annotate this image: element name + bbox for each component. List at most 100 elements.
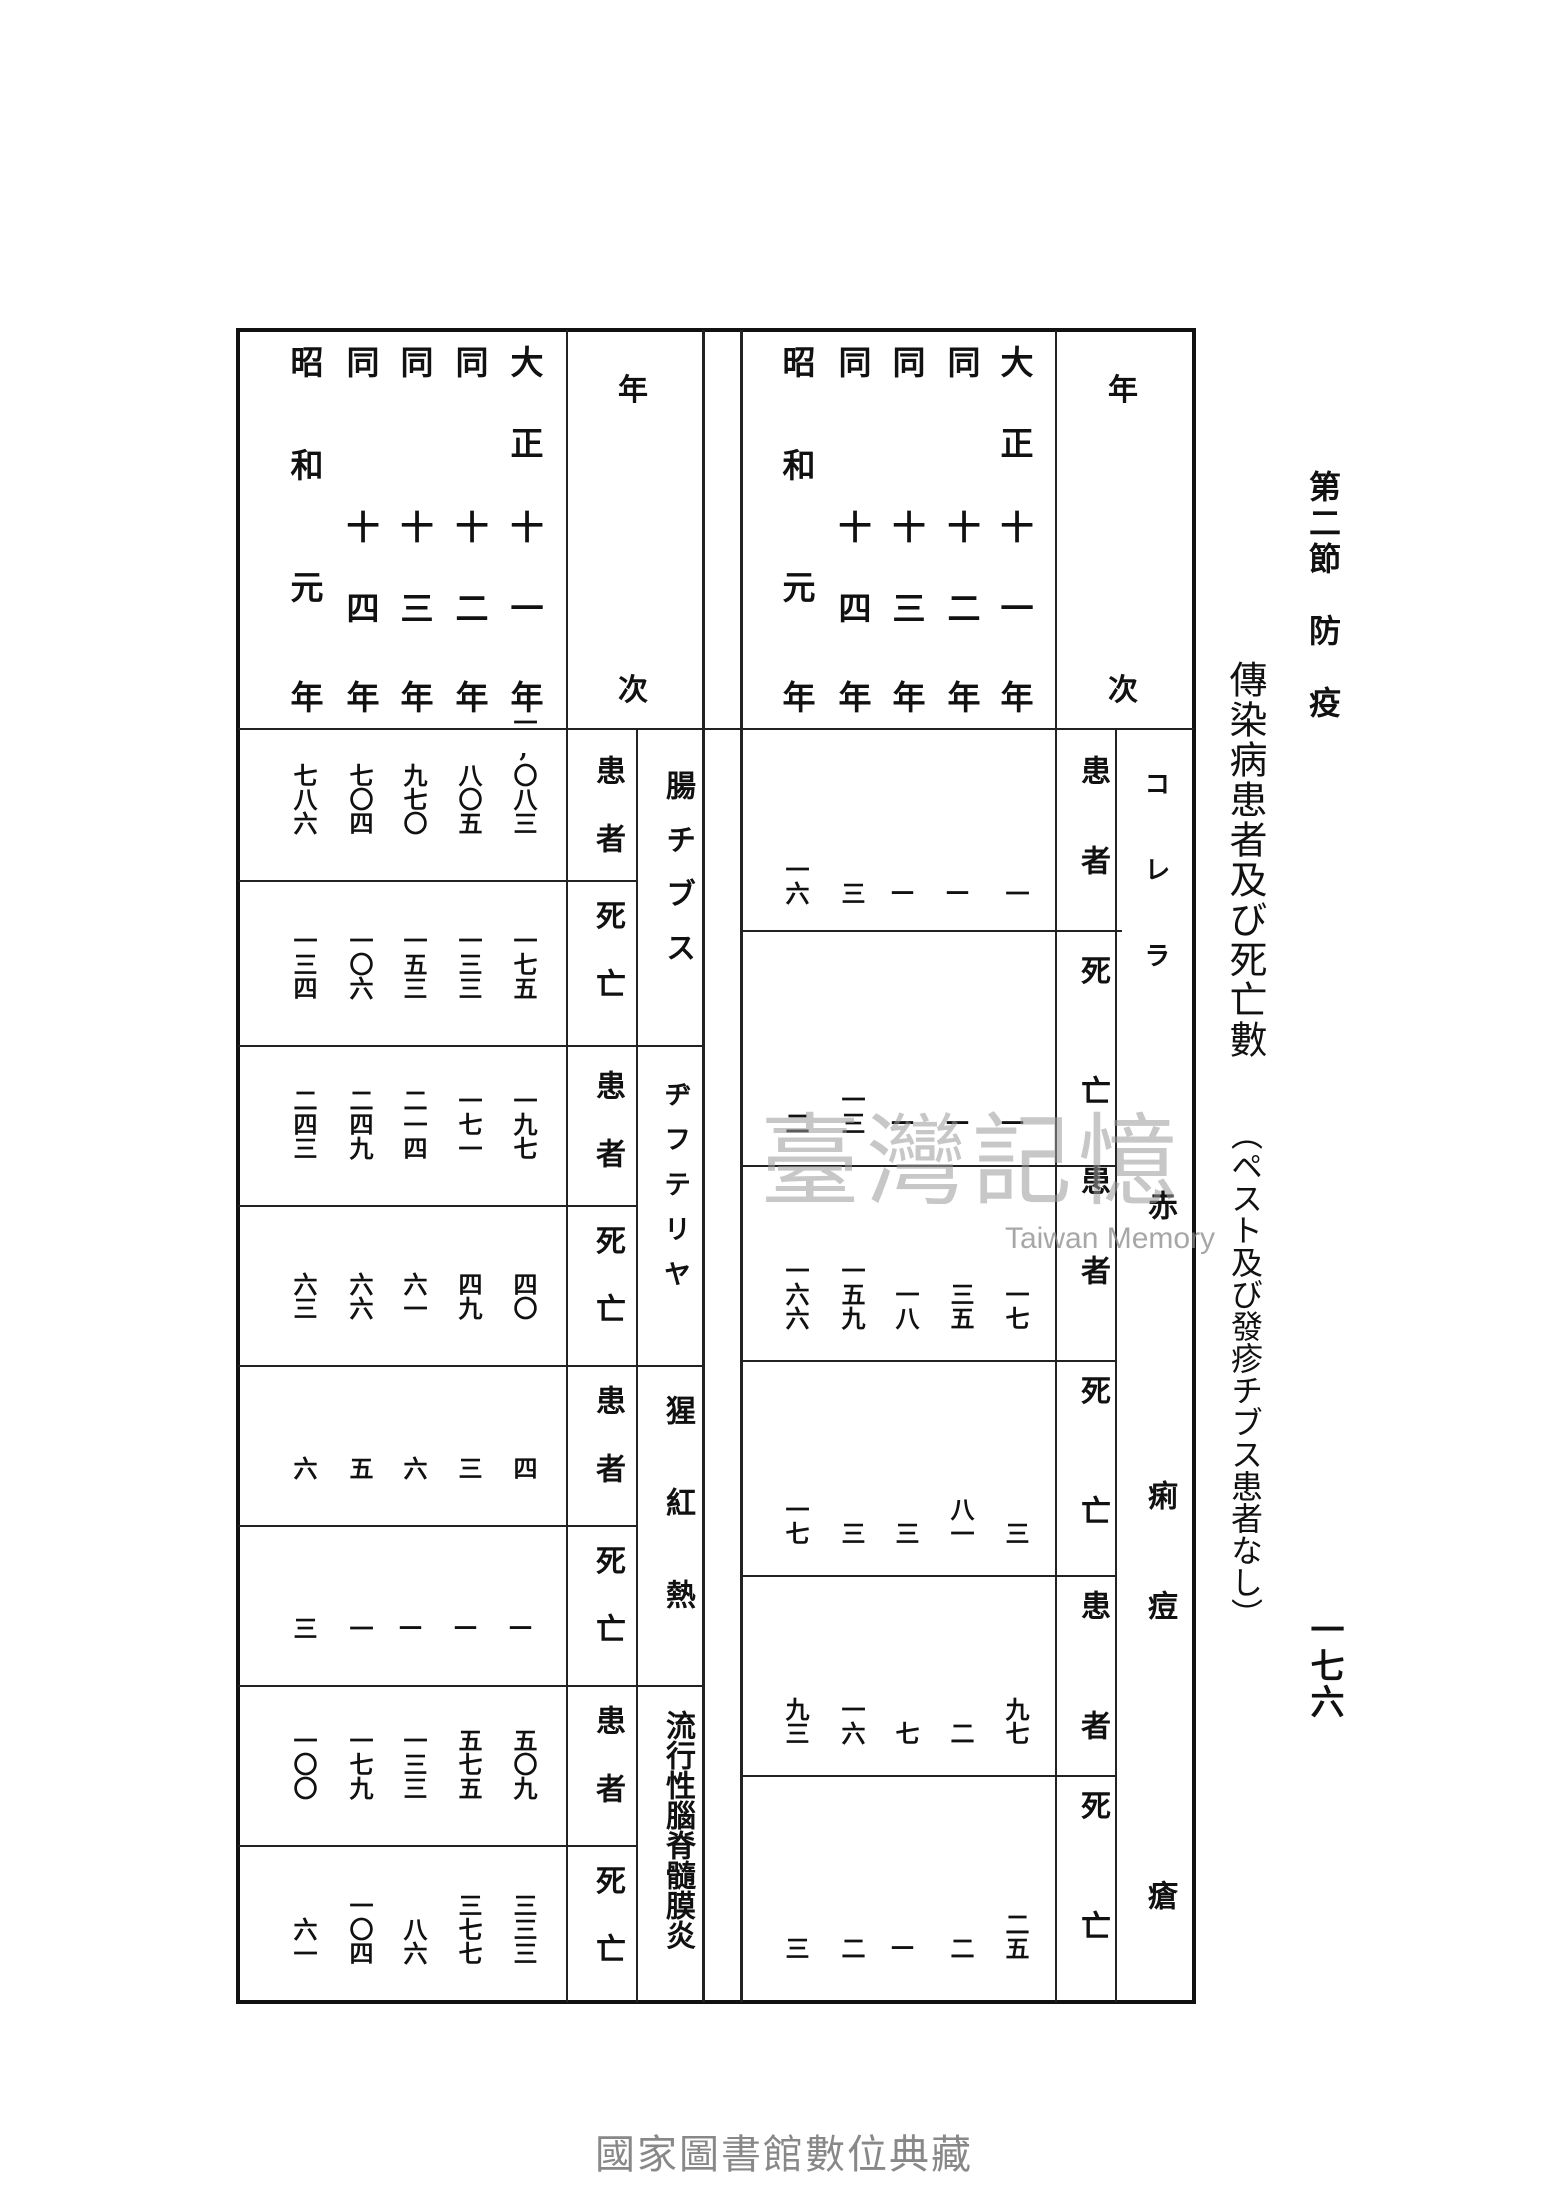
left-cell-patients: 一七九 [345, 1728, 374, 1800]
right-cell-patients: — [943, 876, 972, 905]
left-year-header-bottom: 次 [618, 673, 648, 708]
left-cell-patients: 五 [345, 1456, 374, 1480]
right-cell-deaths: 三 [1001, 1521, 1030, 1545]
right-cell-deaths: 一七 [781, 1497, 810, 1545]
left-cell-deaths: 三三三 [509, 1893, 538, 1965]
right-row-rule-4 [742, 1575, 1117, 1577]
left-year-col-divider [566, 330, 568, 2002]
right-left-block-divider-b [740, 330, 743, 2002]
left-cell-deaths: 三 [289, 1616, 318, 1640]
right-row-rule-5 [742, 1775, 1117, 1777]
right-year-1-num: 十一 [995, 510, 1034, 672]
left-row-rule-1 [238, 880, 638, 882]
left-year-1-suffix: 年 [505, 680, 544, 713]
left-cell-patients: 五〇九 [509, 1728, 538, 1800]
left-cell-deaths: — [451, 1611, 480, 1640]
left-cell-patients: 四 [509, 1456, 538, 1480]
dysentery-patients-label: 患者 [1075, 1165, 1110, 1345]
meningitis-patients-label: 患者 [590, 1705, 625, 1841]
left-year-1-era: 大正 [505, 345, 544, 507]
left-cell-deaths: 六一 [289, 1917, 318, 1965]
left-cell-deaths: 三七七 [454, 1893, 483, 1965]
left-year-header-top: 年 [618, 373, 648, 408]
right-cell-patients: 二 [946, 1721, 975, 1745]
disease-meningitis: 流行性腦脊髓膜炎 [660, 1710, 695, 1950]
diphtheria-patients-label: 患者 [590, 1070, 625, 1206]
cholera-patients-label: 患者 [1075, 755, 1110, 935]
right-cell-patients: 一五九 [837, 1258, 866, 1330]
left-cell-patients: 一,〇八三 [509, 710, 538, 835]
right-cell-patients: 三 [837, 881, 866, 905]
right-cell-patients: 一六六 [781, 1258, 810, 1330]
right-cell-patients: 一 [1001, 881, 1030, 905]
meningitis-deaths-label: 死亡 [590, 1865, 625, 2001]
right-year-3-suffix: 年 [887, 680, 926, 713]
left-year-5-num: 元 [285, 570, 324, 603]
left-cell-deaths: — [506, 1611, 535, 1640]
left-year-5-suffix: 年 [285, 680, 324, 713]
right-cell-deaths: 八一 [946, 1497, 975, 1545]
right-cell-deaths: — [888, 1106, 917, 1135]
right-cell-deaths: 二五 [1001, 1912, 1030, 1960]
right-cell-patients: — [888, 876, 917, 905]
left-row-rule-6 [238, 1685, 703, 1687]
right-cell-patients: 一六 [781, 857, 810, 905]
left-cell-deaths: 一七五 [509, 928, 538, 1000]
right-cell-deaths: — [943, 1106, 972, 1135]
dysentery-deaths-label: 死亡 [1075, 1375, 1110, 1615]
right-cell-patients: 七 [891, 1721, 920, 1745]
right-year-4-suffix: 年 [833, 680, 872, 713]
right-cell-deaths: — [888, 1931, 917, 1960]
left-cell-deaths: 四九 [454, 1272, 483, 1320]
right-cell-deaths: 三 [781, 1936, 810, 1960]
left-cell-patients: 三 [454, 1456, 483, 1480]
right-year-3-era: 同 [887, 345, 926, 378]
table-title: 傳染病患者及び死亡數 [1223, 660, 1267, 1060]
left-year-1-num: 十一 [505, 510, 544, 672]
disease-scarlet-fever: 猩紅熱 [660, 1395, 695, 1671]
typhoid-patients-label: 患者 [590, 755, 625, 891]
right-cell-deaths: 一三 [837, 1087, 866, 1135]
left-cell-patients: 二四三 [289, 1088, 318, 1160]
right-cell-deaths: 二 [781, 1111, 810, 1135]
left-cell-patients: 七八六 [289, 763, 318, 835]
scarlet-patients-label: 患者 [590, 1385, 625, 1521]
left-row-rule-5 [238, 1525, 638, 1527]
header-rule [238, 728, 1194, 730]
left-year-4-suffix: 年 [341, 680, 380, 713]
left-row-rule-3 [238, 1205, 638, 1207]
left-year-3-num: 十三 [395, 510, 434, 672]
watermark-subtitle: Taiwan Memory [1005, 1222, 1216, 1255]
scarlet-deaths-label: 死亡 [590, 1545, 625, 1681]
right-year-1-era: 大正 [995, 345, 1034, 507]
right-cell-patients: 九三 [781, 1697, 810, 1745]
left-year-2-era: 同 [450, 345, 489, 378]
left-cell-deaths: 一三四 [289, 928, 318, 1000]
left-row-rule-4 [238, 1365, 703, 1367]
left-year-4-num: 十四 [341, 510, 380, 672]
right-year-4-num: 十四 [833, 510, 872, 672]
right-year-header-bottom: 次 [1108, 673, 1138, 708]
right-year-1-suffix: 年 [995, 680, 1034, 713]
left-cell-patients: 七〇四 [345, 763, 374, 835]
right-cell-deaths: — [998, 1106, 1027, 1135]
right-cell-patients: 一六 [837, 1697, 866, 1745]
section-heading: 第二節 防 疫 [1304, 470, 1342, 722]
typhoid-deaths-label: 死亡 [590, 900, 625, 1036]
smallpox-deaths-label: 死亡 [1075, 1790, 1110, 2030]
right-year-3-num: 十三 [887, 510, 926, 672]
left-cell-deaths: 一 [345, 1616, 374, 1640]
left-cell-patients: 五七五 [454, 1728, 483, 1800]
left-year-5-era: 昭和 [285, 345, 324, 551]
left-cell-patients: 一九七 [509, 1088, 538, 1160]
footer-library-credit: 國家圖書館數位典藏 [595, 2132, 973, 2178]
left-cell-deaths: 六三 [289, 1272, 318, 1320]
right-row-rule-2 [742, 1165, 1117, 1167]
right-cell-patients: 三五 [946, 1282, 975, 1330]
right-row-rule-1 [742, 930, 1122, 932]
right-cell-deaths: 三 [837, 1521, 866, 1545]
left-cell-deaths: 六六 [345, 1272, 374, 1320]
left-cell-deaths: — [396, 1611, 425, 1640]
left-year-4-era: 同 [341, 345, 380, 378]
left-cell-patients: 八〇五 [454, 763, 483, 835]
